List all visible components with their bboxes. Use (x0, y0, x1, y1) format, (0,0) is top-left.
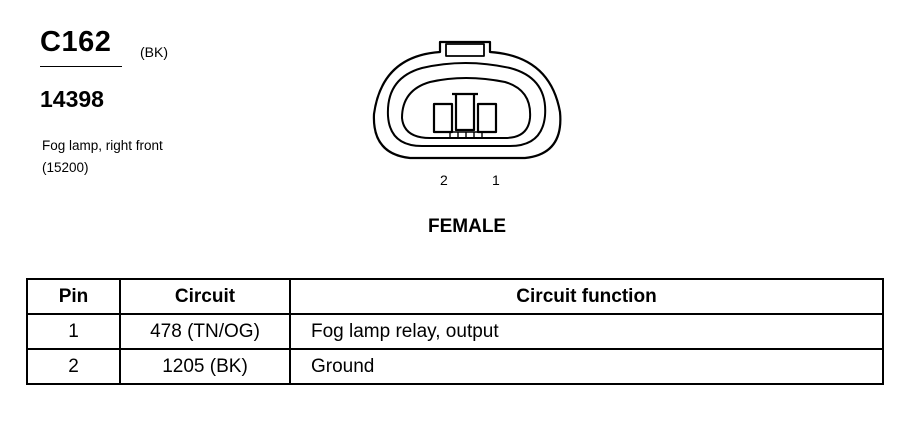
connector-description: Fog lamp, right front (42, 138, 163, 153)
pin-circuit-table: Pin Circuit Circuit function 1 478 (TN/O… (26, 278, 884, 385)
header-circuit-function: Circuit function (289, 278, 884, 315)
connector-cavity (401, 77, 532, 139)
cell-function: Fog lamp relay, output (289, 313, 884, 350)
part-number: 14398 (40, 86, 104, 112)
connector-latch (445, 43, 485, 57)
table-row: 2 1205 (BK) Ground (26, 348, 884, 385)
header-circuit: Circuit (119, 278, 291, 315)
cell-pin: 1 (26, 313, 121, 350)
terminal-pin-2 (432, 102, 454, 134)
table-header-row: Pin Circuit Circuit function (26, 278, 884, 315)
cell-circuit: 1205 (BK) (119, 348, 291, 385)
connector-inner-ring (386, 62, 547, 147)
header-pin: Pin (26, 278, 121, 315)
terminal-pin-1 (476, 102, 498, 134)
cell-pin: 2 (26, 348, 121, 385)
connector-face-diagram (372, 40, 562, 160)
connector-housing (372, 40, 562, 160)
cell-circuit: 478 (TN/OG) (119, 313, 291, 350)
pin-label-1: 1 (492, 172, 500, 188)
connector-reference: (15200) (42, 160, 89, 175)
connector-gender-label: FEMALE (428, 216, 507, 237)
cell-function: Ground (289, 348, 884, 385)
connector-id: C162 (40, 26, 112, 58)
pin-label-2: 2 (440, 172, 448, 188)
connector-key (452, 92, 478, 132)
table-row: 1 478 (TN/OG) Fog lamp relay, output (26, 313, 884, 350)
connector-color: (BK) (140, 44, 168, 60)
connector-id-underline (40, 66, 122, 67)
